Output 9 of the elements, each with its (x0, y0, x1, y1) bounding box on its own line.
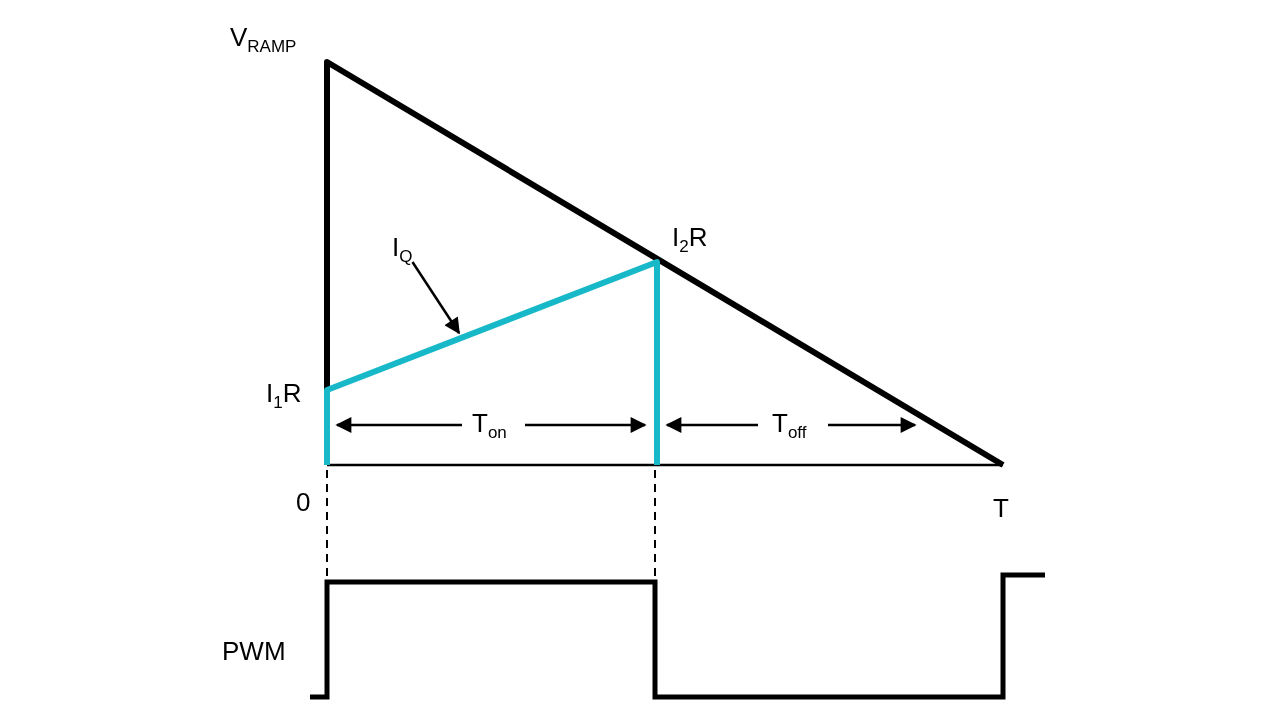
signal-label: PWM (222, 636, 286, 666)
point-label: I$_{1}$R (266, 378, 302, 408)
point-label: I$_{2}$R (672, 222, 708, 252)
interval-label: T$_{off}$ (772, 408, 807, 438)
axis-tick-label: 0 (296, 487, 311, 517)
interval-label: T$_{on}$ (472, 408, 507, 438)
leader-line (411, 261, 461, 335)
axis-tick-label: T (993, 493, 1009, 523)
axis-label: V$_{RAMP}$ (230, 22, 297, 52)
